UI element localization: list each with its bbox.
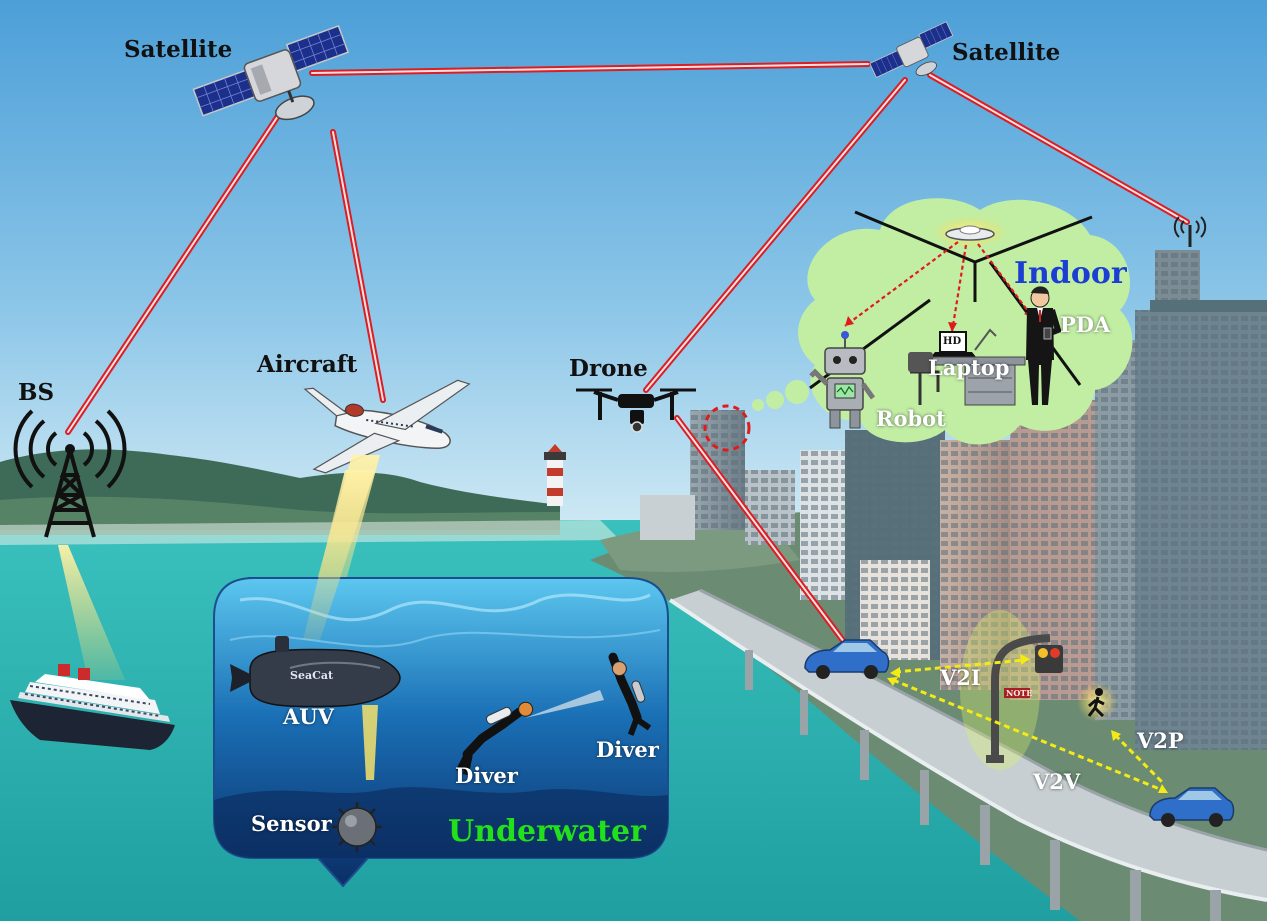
ship-icon <box>10 664 175 750</box>
laptop-icon <box>908 328 1026 406</box>
robot-icon <box>809 331 876 429</box>
laptop-screen-label: HD <box>943 336 962 347</box>
bs-label: BS <box>18 379 55 406</box>
person-icon <box>1026 286 1062 405</box>
drone-icon <box>576 388 696 433</box>
indoor-links <box>844 241 1034 333</box>
pedestrian-icon <box>1077 682 1117 722</box>
auv-icon <box>230 636 401 708</box>
aircraft-icon <box>303 379 471 474</box>
v2i-label: V2I <box>940 665 981 690</box>
sensor-icon <box>332 802 382 852</box>
laptop-label: Laptop <box>928 355 1010 380</box>
indoor-label: Indoor <box>1014 256 1127 291</box>
satellite-icon <box>192 24 350 121</box>
traffic-sign-label: NOTE <box>1006 688 1033 698</box>
diver-icon <box>608 652 652 736</box>
drone-label: Drone <box>569 355 648 382</box>
satellite-links <box>65 61 1190 653</box>
v2p-label: V2P <box>1137 728 1184 753</box>
sensor-label: Sensor <box>251 811 332 836</box>
v2v-label: V2V <box>1033 769 1081 794</box>
diver-left-label: Diver <box>455 763 518 788</box>
robot-label: Robot <box>876 406 946 431</box>
satellite-icon <box>869 21 954 78</box>
pda-label: PDA <box>1060 312 1111 337</box>
auv-downlink-beam <box>362 705 378 780</box>
base-station-icon <box>13 409 127 538</box>
coverage-circle <box>703 404 751 452</box>
car-icon <box>1149 787 1235 827</box>
car-icon <box>804 639 890 679</box>
antenna-icon <box>1173 216 1207 247</box>
auv-uplink-beam <box>303 470 375 640</box>
v2x-links <box>892 658 1164 792</box>
diver-icon <box>455 701 534 776</box>
traffic-light-icon <box>960 610 1063 770</box>
underwater-label: Underwater <box>448 814 646 849</box>
aircraft-label: Aircraft <box>257 351 358 378</box>
lighthouse-icon <box>544 444 566 506</box>
diver-right-label: Diver <box>596 737 659 762</box>
city-skyline <box>640 250 1267 750</box>
satellite-right-label: Satellite <box>952 39 1061 66</box>
diver-light <box>525 690 604 718</box>
satellite-left-label: Satellite <box>124 36 233 63</box>
bs-beam <box>58 545 125 680</box>
ceiling-access-point-icon <box>932 216 1008 248</box>
auv-label: AUV <box>283 704 334 729</box>
auv-hull-label: SeaCat <box>290 669 334 682</box>
